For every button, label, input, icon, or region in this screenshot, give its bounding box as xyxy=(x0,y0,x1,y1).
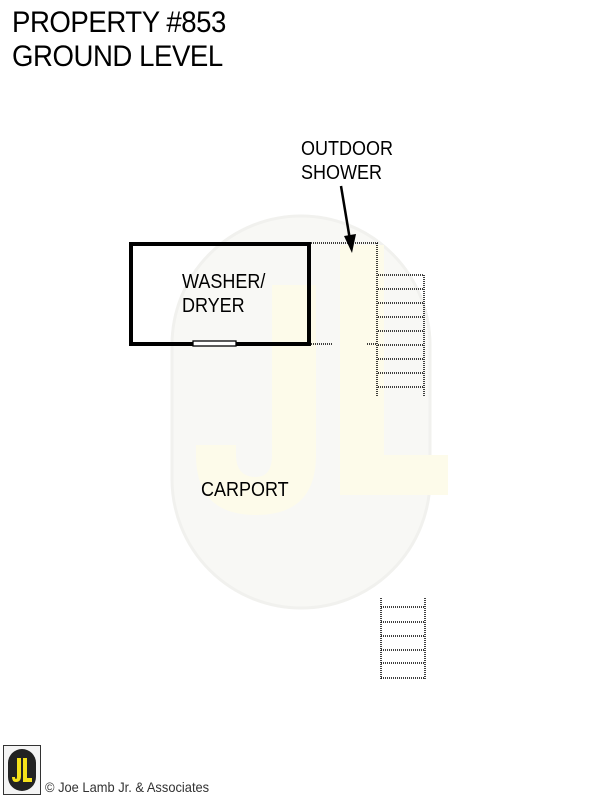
company-logo xyxy=(3,745,41,795)
footer: © Joe Lamb Jr. & Associates xyxy=(3,745,223,795)
lower-stairs xyxy=(380,598,426,679)
level-name: GROUND LEVEL xyxy=(12,40,223,73)
outdoor-shower-outline xyxy=(311,242,378,397)
door-opening xyxy=(192,340,237,347)
copyright-text: © Joe Lamb Jr. & Associates xyxy=(45,779,210,795)
washer-dryer-label: WASHER/ DRYER xyxy=(182,271,266,317)
jl-logo-icon xyxy=(8,749,36,791)
shower-arrow-icon xyxy=(339,185,356,253)
upper-stairs xyxy=(378,274,425,397)
page-title: PROPERTY #853 GROUND LEVEL xyxy=(12,6,226,74)
outdoor-shower-label: OUTDOOR SHOWER xyxy=(301,138,393,184)
property-number: PROPERTY #853 xyxy=(12,6,226,39)
carport-label: CARPORT xyxy=(201,479,289,501)
